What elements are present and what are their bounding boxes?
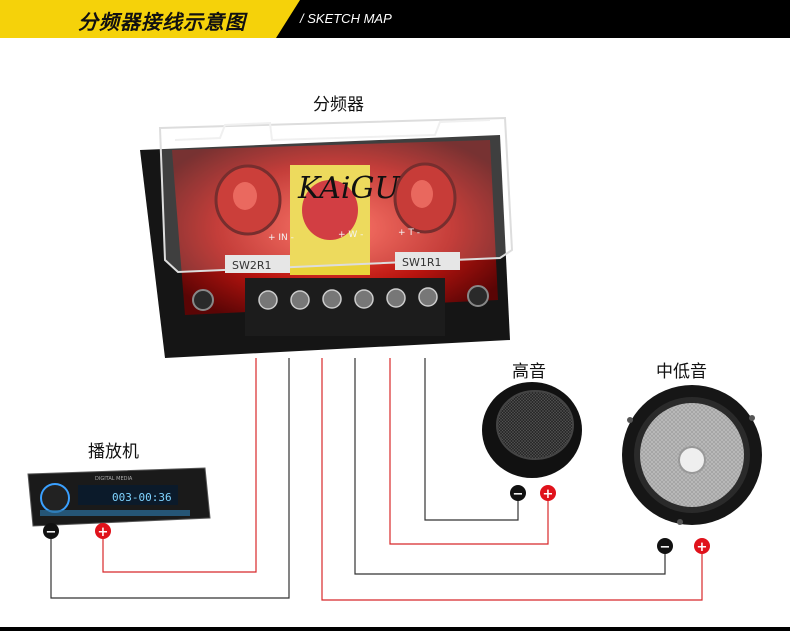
midbass-negative-badge xyxy=(657,538,673,554)
headunit-negative-badge xyxy=(43,523,59,539)
terminal-screw xyxy=(322,289,342,309)
switch-label-right: SW1R1 xyxy=(402,256,442,269)
tweeter-negative-badge xyxy=(510,485,526,501)
midbass-positive-sign: + xyxy=(697,540,708,555)
wire-input-positive xyxy=(102,358,257,573)
wire-tweeter-positive xyxy=(389,358,549,545)
wire-input-negative xyxy=(50,358,290,599)
midbass-label: 中低音 xyxy=(656,362,707,382)
switch-plate-right xyxy=(395,252,460,270)
terminal-label-in: + IN - xyxy=(268,233,294,243)
tweeter-speaker xyxy=(482,382,582,478)
terminal-screw xyxy=(354,289,374,309)
midbass-dustcap xyxy=(678,446,706,474)
headunit-display-text: 003-00:36 xyxy=(112,491,172,504)
tweeter-positive-badge xyxy=(540,485,556,501)
midbass-screw xyxy=(677,519,683,525)
page-subtitle: / SKETCH MAP xyxy=(300,11,392,26)
crossover-label: 分频器 xyxy=(313,95,364,115)
midbass-screw xyxy=(627,417,633,423)
tweeter-label: 高音 xyxy=(512,362,546,382)
tweeter-ring xyxy=(496,390,574,460)
headunit-positive-sign: + xyxy=(98,525,109,540)
terminal-screw xyxy=(418,287,438,307)
terminal-block xyxy=(245,278,445,336)
headunit-brand-text: DIGITAL MEDIA xyxy=(95,476,133,482)
capacitor-left-highlight xyxy=(233,182,257,210)
cover-top-edge xyxy=(174,119,491,142)
headunit-buttons xyxy=(40,510,190,516)
wire-tweeter-negative xyxy=(424,358,519,521)
switch-plate-left xyxy=(225,255,290,273)
page-title: 分频器接线示意图 xyxy=(78,10,246,34)
tweeter-positive-sign: + xyxy=(543,487,554,502)
headunit-label: 播放机 xyxy=(88,442,139,462)
wire-woofer-positive xyxy=(321,358,703,601)
head-unit: 003-00:36 DIGITAL MEDIA xyxy=(27,467,211,527)
crossover-brand: KAiGU xyxy=(297,171,401,206)
crossover-cover xyxy=(158,116,514,274)
bottom-bar xyxy=(0,627,790,631)
mount-screw-left xyxy=(192,289,214,311)
capacitor-right-highlight xyxy=(411,180,433,208)
volume-knob xyxy=(40,483,70,513)
terminal-screws xyxy=(258,287,438,310)
crossover-unit: KAiGU + IN - + W - + T - SW2R1 SW1R1 xyxy=(140,116,514,358)
polarity-badges: − + − + − + xyxy=(43,485,710,555)
headunit-positive-badge xyxy=(95,523,111,539)
headunit-display xyxy=(78,485,178,505)
midbass-positive-badge xyxy=(694,538,710,554)
terminal-label-w: + W - xyxy=(338,230,363,240)
tweeter-negative-sign: − xyxy=(513,487,524,502)
terminal-screw xyxy=(258,290,278,310)
switch-label-left: SW2R1 xyxy=(232,259,272,272)
terminal-label-t: + T - xyxy=(398,228,420,238)
capacitor-center xyxy=(302,180,358,240)
headunit-negative-sign: − xyxy=(46,525,57,540)
tweeter-grille xyxy=(497,391,573,459)
terminal-screw xyxy=(386,288,406,308)
terminal-screw xyxy=(290,290,310,310)
mount-screw-right xyxy=(467,285,489,307)
midbass-speaker xyxy=(622,385,762,525)
wires xyxy=(50,358,703,601)
wire-woofer-negative xyxy=(354,358,666,575)
midbass-screw xyxy=(749,415,755,421)
header-accent xyxy=(0,0,300,38)
midbass-negative-sign: − xyxy=(660,540,671,555)
